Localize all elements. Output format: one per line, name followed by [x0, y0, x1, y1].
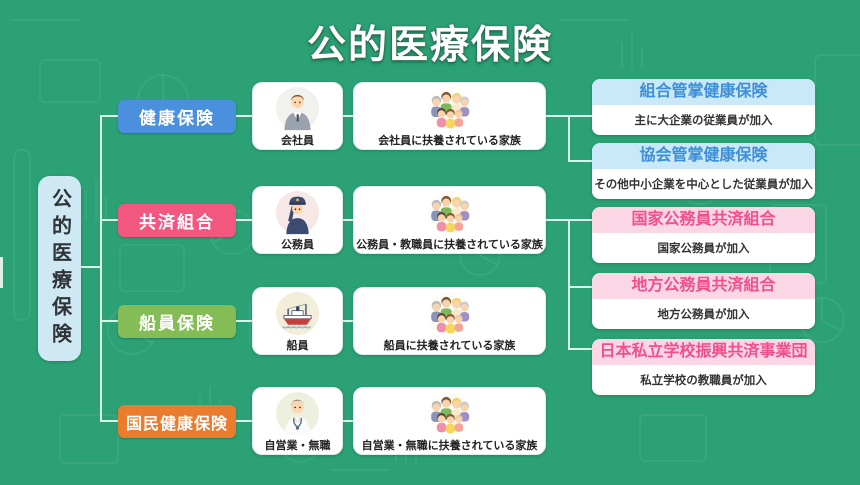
category-label-mutual-aid: 共済組合 [118, 204, 236, 237]
branch-title: 地方公務員共済組合 [592, 273, 815, 299]
branch-box-local-civil-servants: 地方公務員共済組合 地方公務員が加入 [592, 273, 815, 329]
diagram-title: 公的医療保険 [306, 24, 553, 67]
branch-desc: 私立学校の教職員が加入 [592, 365, 815, 395]
root-node-label: 公的医療保険 [48, 187, 71, 350]
branch-box-union-health: 組合管掌健康保険 主に大企業の従業員が加入 [592, 79, 815, 135]
family-label: 船員に扶養されている家族 [383, 340, 516, 352]
branch-title: 組合管掌健康保険 [592, 79, 815, 105]
member-card: 会社員 [252, 82, 343, 150]
branch-box-association-health: 協会管掌健康保険 その他中小企業を中心とした従業員が加入 [592, 143, 815, 199]
branch-desc: 主に大企業の従業員が加入 [592, 105, 815, 135]
branch-desc: 国家公務員が加入 [592, 233, 815, 263]
category-label-seamen-insurance: 船員保険 [118, 305, 236, 338]
category-label-health-insurance: 健康保険 [118, 100, 236, 133]
root-node: 公的医療保険 [38, 176, 81, 361]
category-label-national-insurance: 国民健康保険 [118, 405, 236, 438]
police-officer-icon [275, 190, 320, 235]
family-card: 会社員に扶養されている家族 [353, 82, 546, 150]
family-icon [427, 391, 472, 436]
branch-title: 国家公務員共済組合 [592, 207, 815, 233]
member-label: 自営業・無職 [264, 440, 331, 452]
ship-icon [275, 291, 320, 336]
family-icon [427, 190, 472, 235]
edge-pattern-mark [0, 257, 3, 288]
family-label: 会社員に扶養されている家族 [378, 135, 521, 147]
branch-title: 日本私立学校振興共済事業団 [592, 339, 815, 365]
member-label: 公務員 [281, 239, 314, 251]
member-label: 船員 [286, 340, 309, 352]
branch-desc: その他中小企業を中心とした従業員が加入 [592, 169, 815, 199]
member-label: 会社員 [281, 135, 314, 147]
member-card: 自営業・無職 [252, 387, 343, 455]
businessman-icon [275, 86, 320, 131]
family-label: 公務員・教職員に扶養されている家族 [356, 239, 543, 251]
family-card: 公務員・教職員に扶養されている家族 [353, 186, 546, 254]
family-icon [427, 86, 472, 131]
family-icon [427, 291, 472, 336]
branch-box-national-civil-servants: 国家公務員共済組合 国家公務員が加入 [592, 207, 815, 263]
family-label: 自営業・無職に扶養されている家族 [361, 440, 538, 452]
branch-box-private-school: 日本私立学校振興共済事業団 私立学校の教職員が加入 [592, 339, 815, 395]
family-card: 船員に扶養されている家族 [353, 287, 546, 355]
family-card: 自営業・無職に扶養されている家族 [353, 387, 546, 455]
member-card: 船員 [252, 287, 343, 355]
branch-desc: 地方公務員が加入 [592, 299, 815, 329]
self-employed-icon [275, 391, 320, 436]
branch-title: 協会管掌健康保険 [592, 143, 815, 169]
member-card: 公務員 [252, 186, 343, 254]
